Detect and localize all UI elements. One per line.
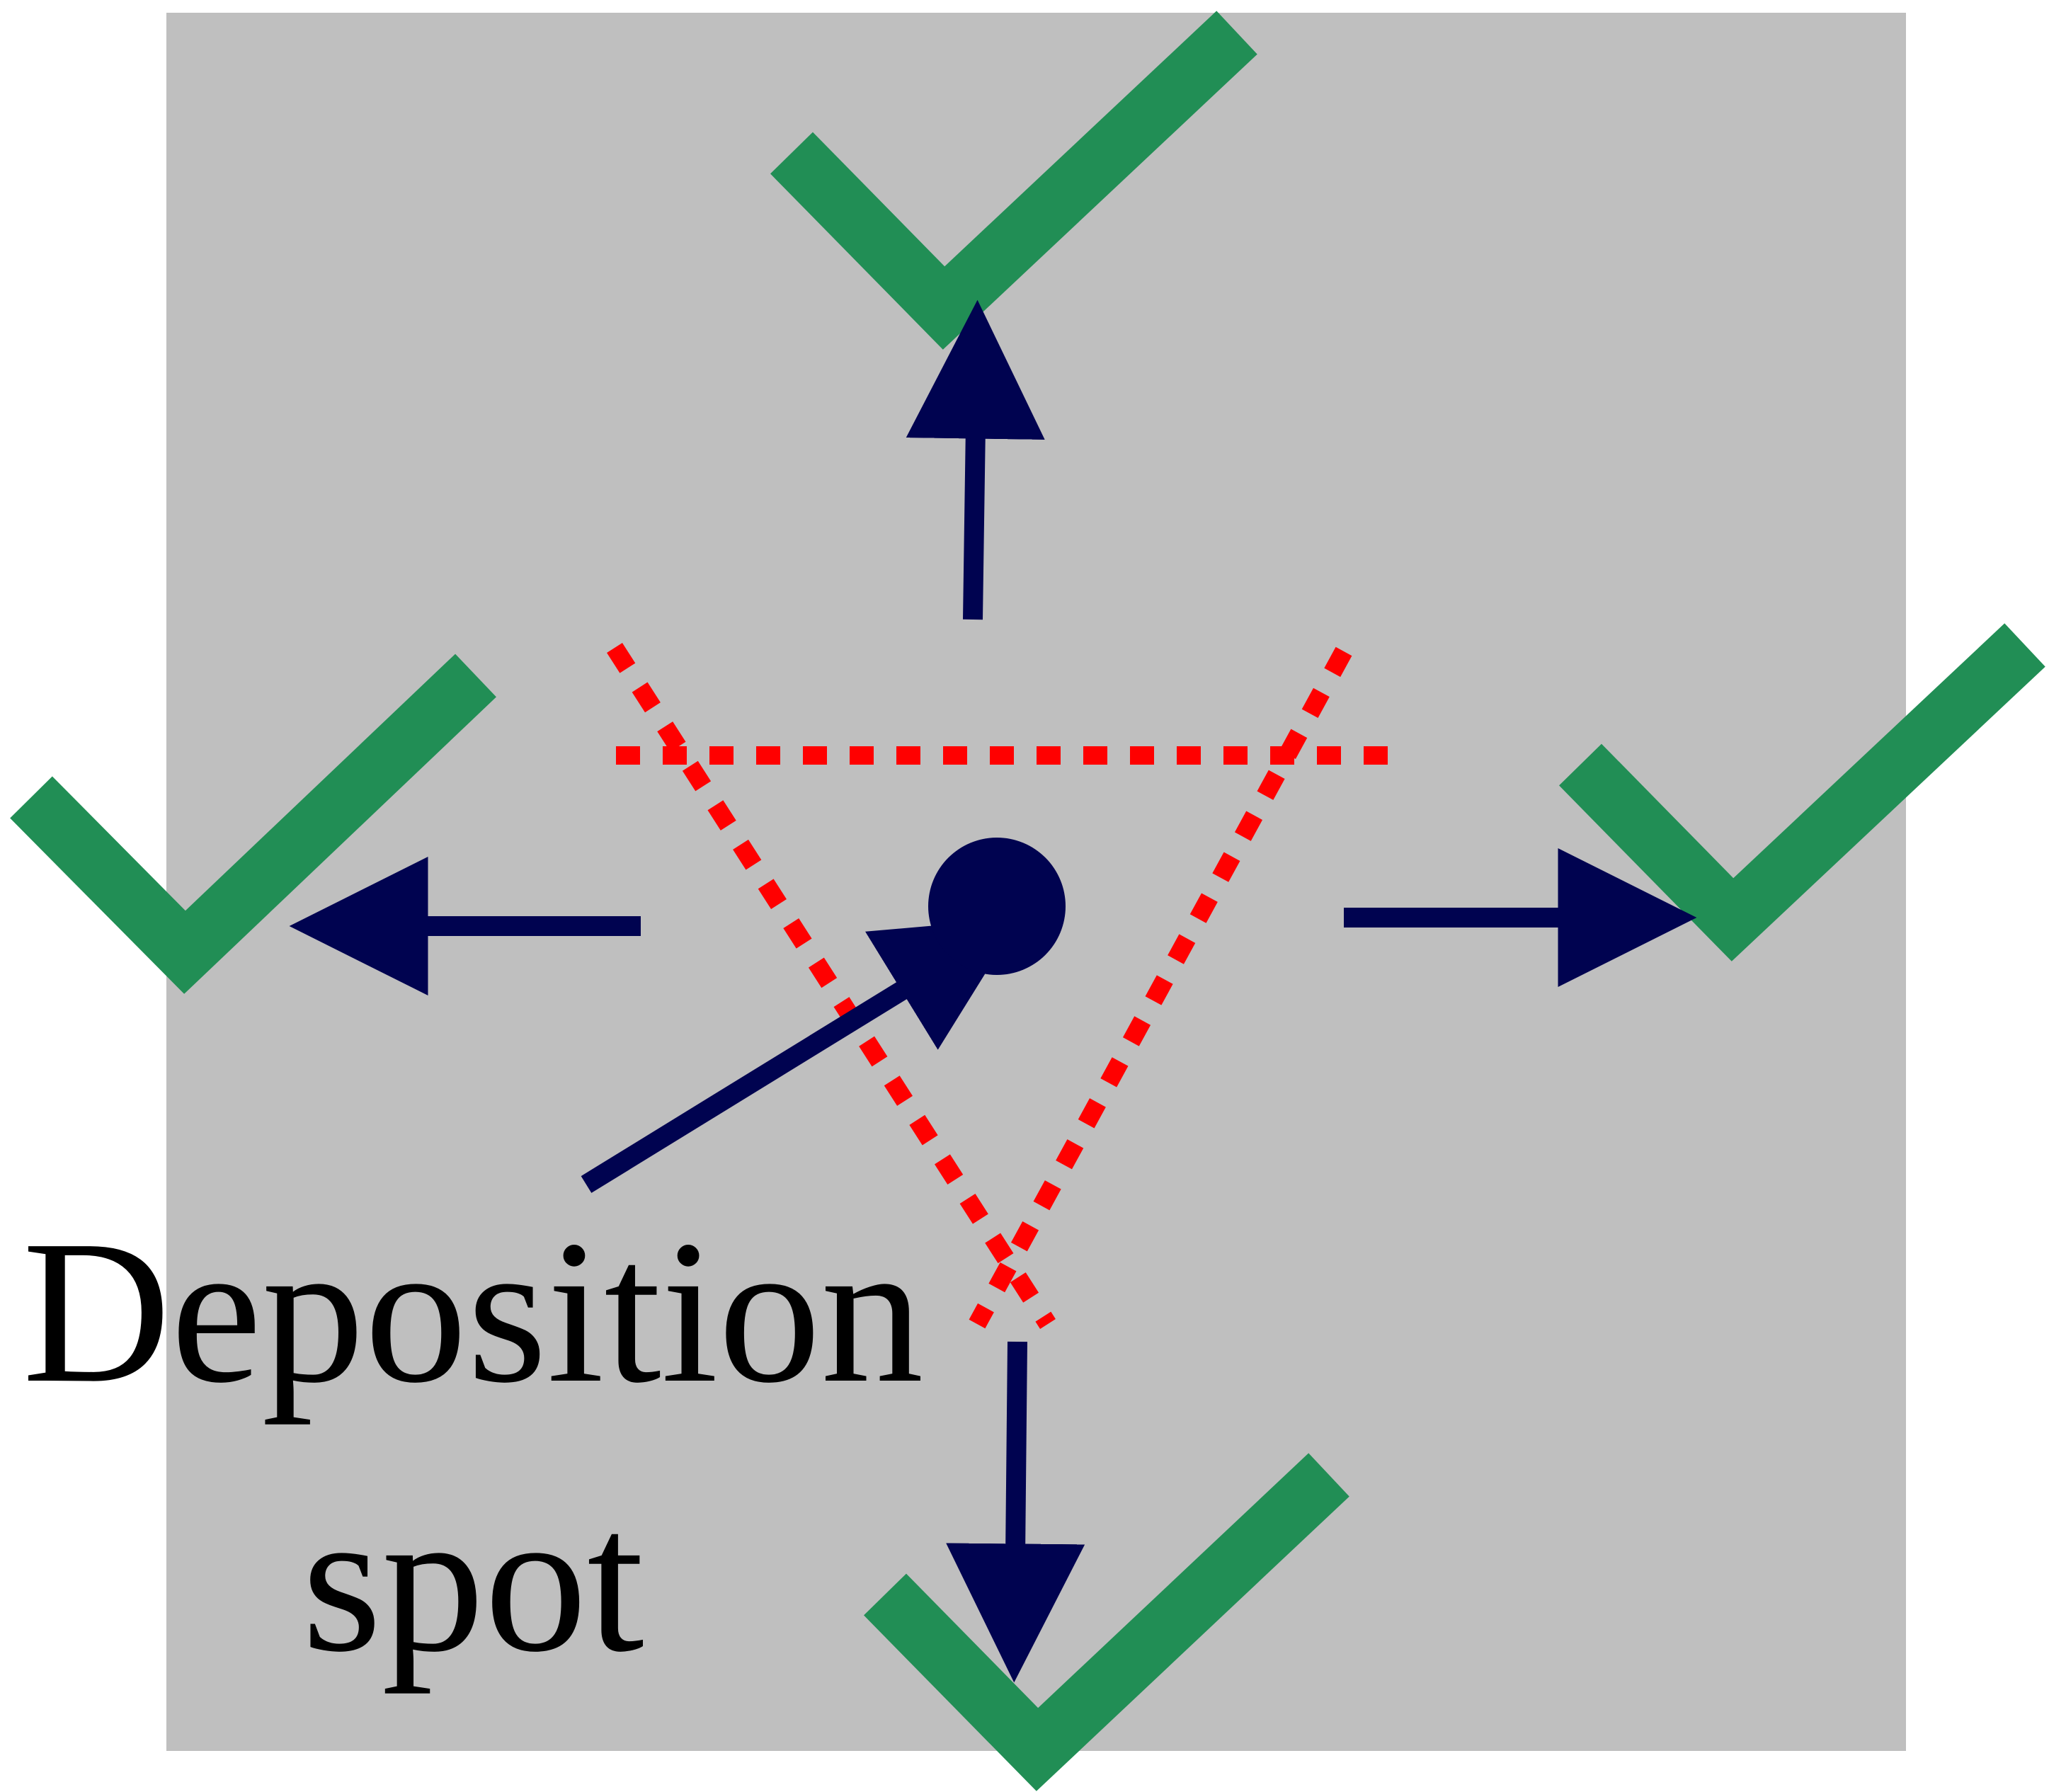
dashed-line-right-diagonal [969,646,1352,1329]
arrow-icon-down [946,1341,1085,1683]
arrows [289,299,1697,1683]
dashed-triangle [607,642,1409,1330]
arrow-icon-up [906,299,1045,620]
arrow-icon-to-spot [581,918,1020,1193]
label-spot: spot [302,1467,644,1694]
label-deposition: Deposition [23,1198,924,1425]
check-icon-bottom [864,1453,1349,1791]
dashed-line-left-diagonal [607,642,1056,1330]
check-icon-left [10,654,496,994]
check-icon-right [1559,623,2045,961]
deposition-spot-dot [928,838,1066,975]
